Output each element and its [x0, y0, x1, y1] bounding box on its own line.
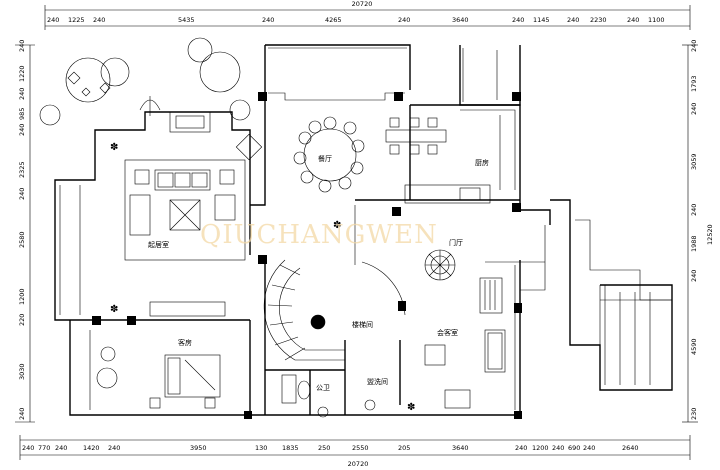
svg-text:240: 240 — [690, 40, 698, 52]
svg-text:240: 240 — [690, 204, 698, 216]
svg-text:1145: 1145 — [533, 16, 550, 24]
svg-text:✽: ✽ — [407, 402, 415, 413]
foyer-medallion — [424, 249, 456, 281]
potted-plants: ✽ ✽ ✽ ✽ — [110, 142, 415, 413]
svg-text:690: 690 — [568, 444, 580, 452]
top-total-dim: 20720 — [352, 0, 373, 8]
svg-text:240: 240 — [690, 270, 698, 282]
svg-text:985: 985 — [18, 108, 26, 120]
room-label-laundry: 盥洗间 — [367, 377, 388, 386]
svg-text:3950: 3950 — [190, 444, 207, 452]
svg-text:240: 240 — [108, 444, 120, 452]
svg-text:240: 240 — [567, 16, 579, 24]
svg-text:240: 240 — [515, 444, 527, 452]
bottom-dims: 240 770 240 1420 240 3950 130 1835 250 2… — [22, 444, 639, 452]
svg-text:1200: 1200 — [18, 288, 26, 305]
bottom-dimension-line — [19, 435, 691, 460]
svg-text:5435: 5435 — [178, 16, 195, 24]
room-label-dining: 餐厅 — [318, 154, 332, 163]
top-dims: 240 1225 240 5435 240 4265 240 3640 240 … — [47, 16, 665, 24]
bottom-total-dim: 20720 — [348, 460, 369, 468]
svg-text:1200: 1200 — [532, 444, 549, 452]
svg-text:240: 240 — [18, 124, 26, 136]
svg-text:240: 240 — [18, 408, 26, 420]
living-sofa-set — [124, 133, 263, 317]
right-dims: 240 1793 240 3059 240 1988 240 4590 230 … — [690, 40, 714, 420]
svg-text:240: 240 — [627, 16, 639, 24]
svg-text:✽: ✽ — [333, 220, 341, 231]
svg-text:240: 240 — [262, 16, 274, 24]
svg-text:4265: 4265 — [325, 16, 342, 24]
room-label-kitchen: 厨房 — [475, 158, 489, 167]
svg-text:1220: 1220 — [18, 65, 26, 82]
kitchen-island — [385, 115, 501, 204]
svg-text:1835: 1835 — [282, 444, 299, 452]
right-total-dim: 12520 — [706, 224, 714, 245]
svg-text:2550: 2550 — [352, 444, 369, 452]
room-label-foyer: 门厅 — [449, 238, 463, 247]
svg-text:3640: 3640 — [452, 444, 469, 452]
room-label-living: 起居室 — [148, 240, 169, 249]
reception-furniture — [424, 277, 506, 409]
svg-text:4590: 4590 — [690, 338, 698, 355]
garden-trees — [39, 37, 251, 126]
svg-text:240: 240 — [18, 40, 26, 52]
svg-text:770: 770 — [38, 444, 50, 452]
svg-text:240: 240 — [583, 444, 595, 452]
svg-text:240: 240 — [47, 16, 59, 24]
svg-text:205: 205 — [398, 444, 410, 452]
svg-text:1225: 1225 — [68, 16, 85, 24]
svg-text:240: 240 — [18, 88, 26, 100]
room-label-guest: 客房 — [178, 338, 192, 347]
right-dimension-line — [682, 44, 698, 423]
guest-bed — [96, 346, 221, 409]
svg-text:3059: 3059 — [690, 153, 698, 170]
columns — [92, 92, 522, 419]
svg-text:✽: ✽ — [110, 142, 118, 153]
svg-text:240: 240 — [22, 444, 34, 452]
bathroom-fixtures — [281, 374, 376, 418]
svg-text:2230: 2230 — [590, 16, 607, 24]
left-dims: 240 1220 240 985 240 2325 240 2580 1200 … — [18, 40, 26, 420]
svg-text:1793: 1793 — [690, 75, 698, 92]
dining-table — [293, 116, 365, 193]
svg-text:✽: ✽ — [110, 304, 118, 315]
svg-text:250: 250 — [318, 444, 330, 452]
svg-text:130: 130 — [255, 444, 267, 452]
svg-text:1100: 1100 — [648, 16, 665, 24]
room-label-bathroom: 公卫 — [316, 384, 330, 392]
svg-text:240: 240 — [690, 103, 698, 115]
svg-text:2325: 2325 — [18, 161, 26, 178]
svg-text:1420: 1420 — [83, 444, 100, 452]
svg-text:3030: 3030 — [18, 363, 26, 380]
svg-text:1988: 1988 — [690, 235, 698, 252]
room-label-stairwell: 楼梯间 — [352, 320, 373, 329]
svg-text:240: 240 — [93, 16, 105, 24]
svg-text:240: 240 — [552, 444, 564, 452]
svg-text:2640: 2640 — [622, 444, 639, 452]
svg-text:230: 230 — [690, 408, 698, 420]
svg-text:240: 240 — [18, 188, 26, 200]
svg-text:3640: 3640 — [452, 16, 469, 24]
watermark: QIUCHANGWEN — [200, 220, 438, 250]
svg-text:240: 240 — [512, 16, 524, 24]
svg-text:240: 240 — [398, 16, 410, 24]
svg-text:220: 220 — [18, 314, 26, 326]
room-label-reception: 会客室 — [437, 328, 458, 337]
left-dimension-line — [15, 44, 35, 423]
top-dimension-line — [44, 5, 691, 30]
svg-text:2580: 2580 — [18, 231, 26, 248]
spiral-staircase — [263, 259, 406, 361]
svg-text:240: 240 — [55, 444, 67, 452]
